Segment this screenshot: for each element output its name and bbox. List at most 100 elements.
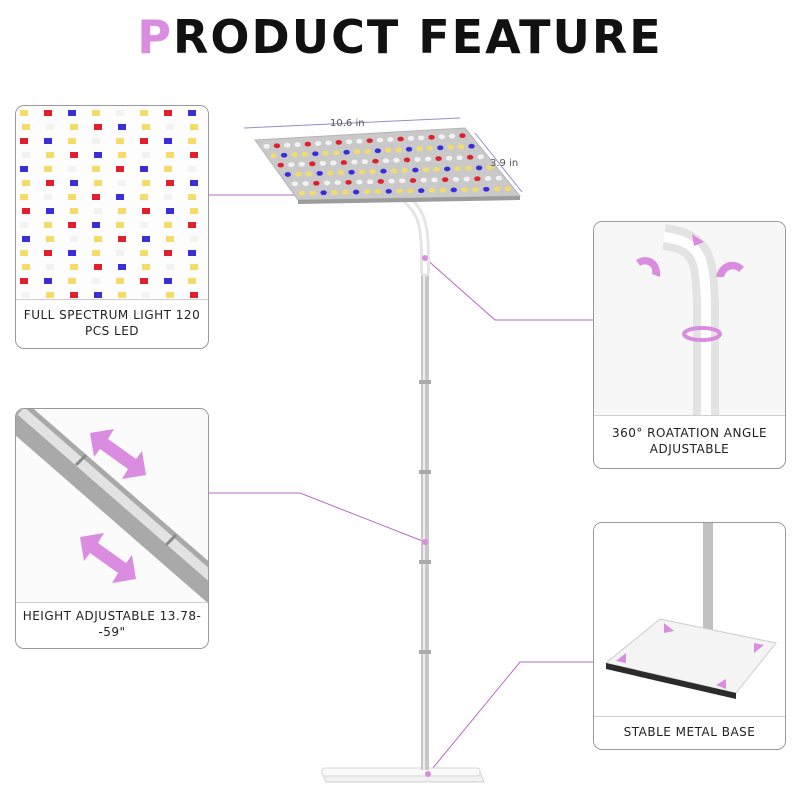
led-chip bbox=[164, 222, 172, 228]
base-closeup-image bbox=[594, 523, 785, 717]
page-title: PRODUCT FEATURE bbox=[0, 10, 800, 64]
led-chip bbox=[166, 124, 174, 130]
callout-line-base bbox=[427, 661, 596, 775]
panel-led bbox=[372, 158, 379, 164]
led-chip bbox=[166, 208, 174, 214]
led-chip bbox=[44, 194, 52, 200]
panel-led bbox=[477, 154, 484, 160]
caption-led: FULL SPECTRUM LIGHT 120 PCS LED bbox=[23, 308, 201, 338]
led-chip bbox=[20, 110, 28, 116]
led-chip bbox=[166, 292, 174, 298]
led-chip bbox=[70, 208, 78, 214]
panel-led bbox=[403, 157, 411, 163]
panel-led bbox=[359, 169, 366, 175]
panel-led bbox=[382, 158, 390, 164]
panel-led bbox=[401, 168, 408, 173]
led-chip bbox=[46, 292, 54, 298]
panel-led bbox=[483, 186, 490, 192]
panel-led bbox=[412, 167, 419, 173]
led-chip bbox=[164, 138, 172, 144]
led-chip bbox=[22, 208, 30, 214]
led-chip bbox=[68, 138, 76, 144]
panel-led bbox=[369, 169, 377, 174]
led-chip bbox=[70, 236, 78, 242]
panel-led bbox=[424, 156, 432, 162]
led-chip bbox=[20, 222, 28, 228]
led-closeup-image bbox=[16, 106, 208, 300]
led-chip bbox=[46, 124, 54, 130]
panel-led bbox=[399, 178, 406, 184]
panel-led bbox=[270, 153, 277, 159]
panel-led bbox=[291, 152, 298, 158]
panel-led bbox=[363, 189, 371, 195]
panel-led bbox=[422, 167, 430, 173]
panel-led bbox=[459, 133, 466, 139]
panel-led bbox=[474, 176, 481, 182]
panel-led bbox=[273, 143, 281, 149]
led-chip bbox=[22, 180, 30, 186]
panel-led bbox=[327, 170, 334, 176]
panel-led bbox=[340, 160, 348, 165]
led-chip bbox=[46, 208, 54, 214]
led-chip bbox=[140, 250, 148, 256]
panel-led bbox=[466, 154, 474, 160]
panel-led bbox=[280, 152, 288, 158]
led-chip bbox=[188, 194, 196, 200]
led-chip bbox=[188, 110, 196, 116]
led-chip bbox=[68, 194, 76, 200]
led-chip bbox=[190, 208, 198, 214]
panel-led bbox=[316, 170, 323, 176]
led-chip bbox=[142, 124, 150, 130]
led-chip bbox=[22, 152, 30, 158]
callout-dot bbox=[425, 771, 431, 777]
callout-dot bbox=[422, 539, 428, 545]
panel-led bbox=[454, 166, 462, 172]
led-chip bbox=[190, 292, 198, 298]
led-chip bbox=[142, 292, 150, 298]
led-chip bbox=[44, 138, 52, 144]
panel-led bbox=[320, 190, 327, 196]
rotate-arrow-icon bbox=[636, 234, 744, 277]
panel-led bbox=[438, 134, 446, 140]
rotate-ring-icon bbox=[682, 326, 722, 342]
panel-led bbox=[407, 188, 414, 194]
led-chip bbox=[22, 236, 30, 242]
led-chip bbox=[118, 292, 126, 298]
led-chip bbox=[92, 110, 100, 116]
led-chip bbox=[118, 124, 126, 130]
led-chip bbox=[140, 110, 148, 116]
panel-led bbox=[343, 149, 350, 155]
panel-led bbox=[387, 137, 394, 142]
panel-led bbox=[377, 179, 384, 184]
led-chip bbox=[166, 152, 174, 158]
led-chip bbox=[166, 264, 174, 270]
panel-led bbox=[330, 160, 337, 166]
led-chip bbox=[92, 278, 100, 284]
panel-led bbox=[450, 187, 457, 193]
panel-led bbox=[313, 180, 320, 186]
dimension-arrows bbox=[243, 117, 523, 193]
panel-led bbox=[418, 135, 425, 141]
panel-led bbox=[295, 171, 302, 177]
led-chip bbox=[94, 124, 102, 130]
led-chip bbox=[164, 194, 172, 200]
led-chip bbox=[166, 236, 174, 242]
panel-led bbox=[414, 157, 421, 162]
feature-card-rotation: 360° ROATATION ANGLE ADJUSTABLE bbox=[593, 221, 786, 469]
led-chip bbox=[22, 264, 30, 270]
led-chip bbox=[118, 152, 126, 158]
callout-dot bbox=[422, 255, 428, 261]
led-chip bbox=[190, 264, 198, 270]
led-chip bbox=[20, 278, 28, 284]
panel-led bbox=[397, 136, 404, 142]
led-chip bbox=[140, 278, 148, 284]
width-label: 10.6 in bbox=[330, 118, 365, 129]
callout-lines bbox=[158, 194, 596, 775]
panel-led bbox=[484, 176, 492, 181]
caption-rotation: 360° ROATATION ANGLE ADJUSTABLE bbox=[611, 426, 768, 456]
panel-led bbox=[444, 166, 451, 172]
panel-led bbox=[463, 176, 470, 182]
double-arrow-icon bbox=[80, 429, 146, 583]
led-panel bbox=[254, 127, 522, 204]
